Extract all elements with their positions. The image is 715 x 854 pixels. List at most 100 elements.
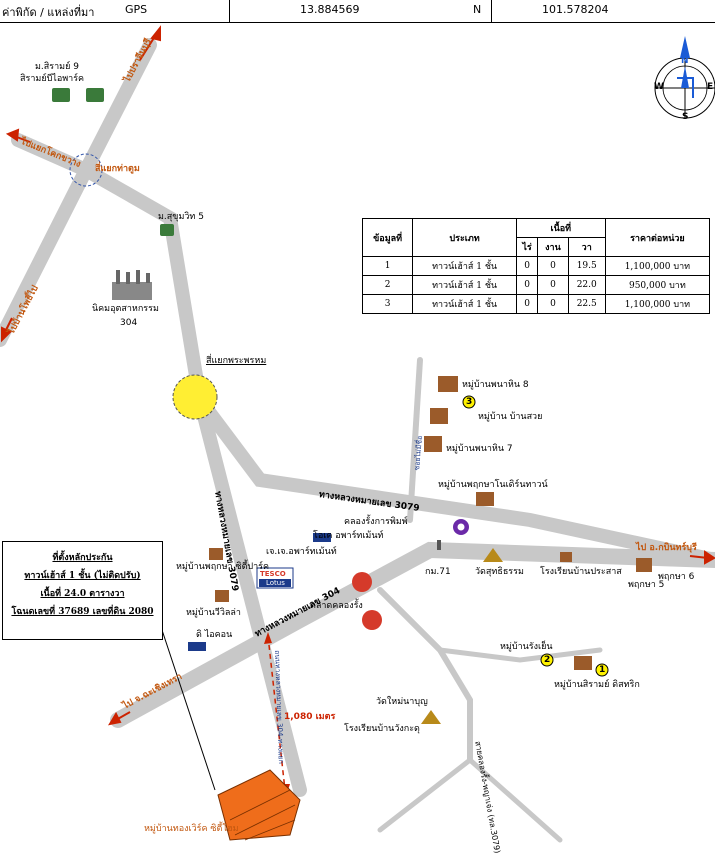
compass-west: W [654, 82, 664, 92]
cell-no: 2 [361, 275, 414, 295]
label-school-wang: โรงเรียนบ้านวังกะดุ [344, 724, 420, 734]
marker-3 [462, 395, 476, 409]
lotus-text: Lotus [266, 579, 285, 587]
km71-post [437, 540, 441, 550]
label-distance: 1,080 เมตร [284, 712, 336, 722]
label-rang-yen: หมู่บ้านรังเย็น [500, 642, 553, 652]
cell-ngan: 0 [537, 294, 569, 314]
building-icon-school-prasat [560, 552, 572, 562]
cell-price: 1,100,000 บาท [604, 256, 711, 276]
cell-ngan: 0 [537, 275, 569, 295]
road-main-south [11, 133, 207, 407]
building-icon-diicon [188, 642, 206, 651]
road-3079-south [193, 393, 307, 797]
label-phanhin8: หมู่บ้านพนาหิน 8 [462, 380, 529, 390]
label-phrueksa-garden: หมู่บ้านพฤกษาโนเดิร์นทาวน์ [438, 480, 548, 490]
price-table: ข้อมูลที่ ประเภท เนื้อที่ ราคาต่อหน่วย ไ… [361, 218, 711, 314]
header-price: ราคาต่อหน่วย [604, 218, 711, 257]
cell-price: 950,000 บาท [604, 275, 711, 295]
label-market: ตลาดคลองรั้ง [310, 601, 363, 611]
building-icon-otop [313, 533, 331, 542]
longitude-value: 101.578204 [542, 3, 609, 16]
table-row: 1 ทาวน์เฮ้าส์ 1 ชั้น 0 0 19.5 1,100,000 … [361, 256, 711, 276]
compass-north: N [681, 56, 689, 66]
latitude-cell: 13.884569 N [230, 0, 492, 22]
cell-price: 1,100,000 บาท [604, 294, 711, 314]
building-icon-phrueksa6 [636, 558, 652, 572]
table-row: 2 ทาวน์เฮ้าส์ 1 ชั้น 0 0 22.0 950,000 บา… [361, 275, 711, 295]
cell-rai: 0 [515, 294, 539, 314]
coord-source: GPS [125, 3, 148, 16]
temple-icon-school-wang [421, 710, 441, 724]
label-industrial-no: 304 [120, 318, 138, 328]
infobox-line2: ทาวน์เฮ้าส์ 1 ชั้น (ไม่ติดปรับ) [24, 571, 141, 581]
arrow-west [5, 128, 20, 142]
header-ngan: งาน [537, 237, 569, 257]
compass-south: S [682, 112, 689, 122]
building-icon-siramy [574, 656, 592, 670]
label-sam-yaek: สี่แยกท่าตูม [95, 164, 140, 174]
latitude-value: 13.884569 [300, 3, 360, 16]
building-icon-bansuay [430, 408, 448, 424]
label-klong-rung: คลองรั้งการพิมพ์ [344, 517, 408, 527]
building-icon-phrueksa-garden [476, 492, 494, 506]
coord-label-cell: ค่าพิกัด / แหล่งที่มา GPS [0, 0, 230, 22]
road-southeast-soi [467, 757, 563, 843]
marker-1 [595, 663, 609, 677]
cell-type: ทาวน์เฮ้าส์ 1 ชั้น [412, 256, 517, 276]
table-row: 3 ทาวน์เฮ้าส์ 1 ชั้น 0 0 22.5 1,100,000 … [361, 294, 711, 314]
arrow-southwest [1, 326, 12, 343]
market-icon-1 [352, 572, 372, 592]
factory-icon [112, 270, 152, 300]
road-east-soi [437, 647, 603, 663]
tesco-text: TESCO [260, 570, 286, 578]
distance-line [267, 635, 286, 791]
label-sirame-ditsa: หมู่บ้านสิรามย์ ดิสทริก [554, 680, 640, 690]
infobox-line1: ที่ตั้งหลักประกัน [52, 553, 113, 563]
infobox-line4: โฉนดเลขที่ 37689 เลขที่ดิน 2080 [11, 607, 154, 617]
pointer-line [161, 629, 216, 791]
cell-type: ทาวน์เฮ้าส์ 1 ชั้น [412, 294, 517, 314]
marker-3-label: 3 [466, 397, 473, 407]
compass-rose [654, 36, 715, 119]
label-otop: โอเค อพาร์ทเม้นท์ [313, 531, 384, 541]
house-icon-2 [86, 88, 104, 102]
label-di-icon: ดิ ไอคอน [196, 630, 233, 640]
target-property [217, 769, 301, 841]
label-target: หมู่บ้านทองเวิร์ค ซิตี้โฮม [144, 824, 239, 834]
label-phra-phrom: สี่แยกพระพรหม [206, 356, 267, 366]
label-phrueksa-city: หมู่บ้านพฤกษา ซิตี้ปาร์ค [176, 562, 270, 572]
cell-ngan: 0 [537, 256, 569, 276]
cell-type: ทาวน์เฮ้าส์ 1 ชั้น [412, 275, 517, 295]
header-wa: วา [567, 237, 606, 257]
collateral-infobox: ที่ตั้งหลักประกัน ทาวน์เฮ้าส์ 1 ชั้น (ไม… [2, 541, 163, 640]
cell-no: 3 [361, 294, 414, 314]
road-south-soi [377, 587, 473, 763]
header-area: เนื้อที่ [515, 218, 606, 238]
label-ms9: ม.สิรามย์ 9 [35, 62, 79, 72]
label-vivilla: หมู่บ้านวีวิลล่า [186, 608, 241, 618]
house-icon-3 [160, 224, 174, 236]
compass-east: E [707, 82, 714, 92]
marker-2 [540, 653, 554, 667]
label-to-kabin: ไป อ.กบินทร์บุรี [636, 543, 697, 553]
building-icon-phrueksa-city [209, 548, 223, 560]
road-north-soi [407, 357, 423, 523]
coord-label: ค่าพิกัด / แหล่งที่มา [2, 6, 95, 19]
infobox-line3: เนื้อที่ 24.0 ตารางวา [40, 589, 125, 599]
arrow-kabin [704, 550, 715, 565]
market-icon-2 [362, 610, 382, 630]
cell-wa: 22.5 [567, 294, 606, 314]
header-no: ข้อมูลที่ [361, 218, 414, 257]
header-rai: ไร่ [515, 237, 539, 257]
label-jj: เจ.เจ.อพาร์ทเม้นท์ [266, 547, 337, 557]
label-ms9-name: สิรามย์บีไอพาร์ค [20, 74, 85, 84]
cell-rai: 0 [515, 275, 539, 295]
temple-icon-wat-suthi [483, 548, 503, 562]
road-southwest-soi [377, 757, 473, 833]
header-type: ประเภท [412, 218, 517, 257]
latitude-unit: N [473, 3, 482, 16]
building-icon-phanhin8 [438, 376, 458, 392]
cell-wa: 19.5 [567, 256, 606, 276]
label-sukhumvit5: ม.สุขุมวิท 5 [158, 212, 204, 222]
